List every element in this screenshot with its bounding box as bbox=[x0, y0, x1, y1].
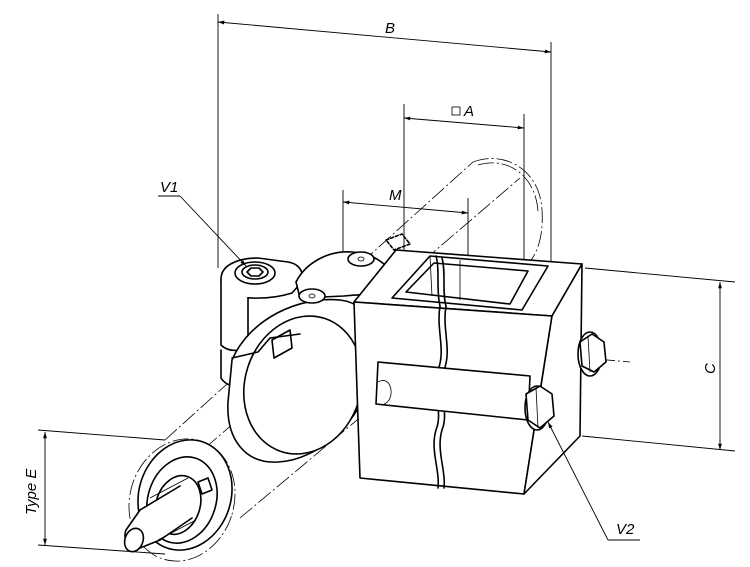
dimension-type-e-label: Type E bbox=[23, 468, 40, 515]
hex-bolt-lower bbox=[524, 385, 555, 431]
type-e-end-fitting bbox=[123, 438, 236, 562]
square-symbol-icon bbox=[451, 106, 461, 116]
screw-v1-label: V1 bbox=[160, 179, 178, 196]
dimension-m: M bbox=[342, 187, 469, 300]
square-tube-clamp bbox=[353, 249, 583, 495]
dimension-m-label: M bbox=[389, 187, 402, 204]
screw-v2-callout: V2 bbox=[547, 421, 640, 541]
screw-v2-label: V2 bbox=[616, 521, 635, 538]
dimension-a: A bbox=[403, 103, 525, 268]
screw-v1-callout: V1 bbox=[158, 179, 247, 267]
dimension-c-label: C bbox=[702, 363, 719, 374]
dimension-b-label: B bbox=[385, 20, 395, 37]
dimension-c: C bbox=[581, 267, 736, 452]
screw-v1 bbox=[234, 261, 276, 285]
hex-bolt-upper bbox=[577, 331, 607, 377]
dimension-type-e: Type E bbox=[23, 429, 166, 555]
dimension-a-label: A bbox=[463, 103, 474, 120]
